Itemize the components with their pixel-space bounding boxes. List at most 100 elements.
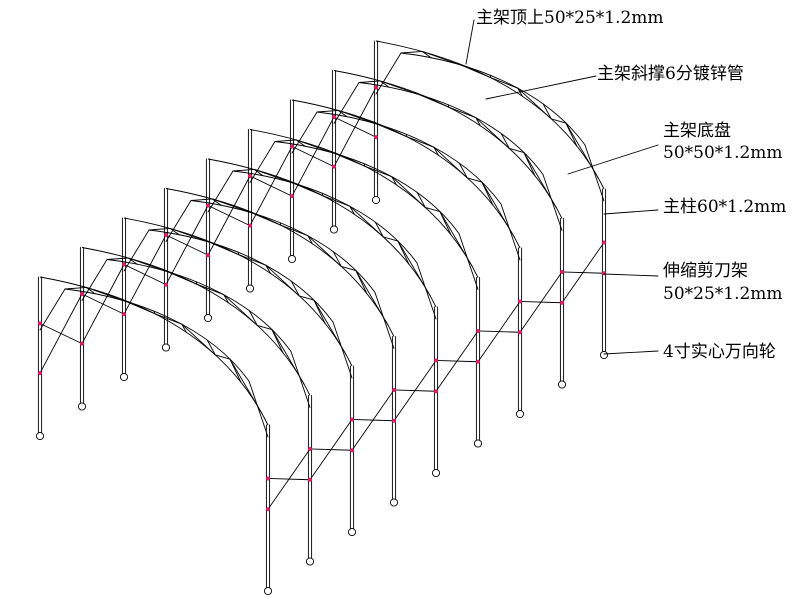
chord-end-right	[374, 292, 395, 349]
chord-end-left	[81, 259, 108, 301]
scissor-bar	[309, 419, 353, 481]
inner-chord	[316, 111, 502, 205]
web-diagonal	[406, 136, 435, 148]
inner-chord	[148, 229, 334, 323]
chord-end-right	[290, 351, 311, 408]
web-diagonal	[124, 300, 156, 315]
wheel-icon	[431, 468, 441, 478]
wheel-icon	[305, 557, 315, 566]
inner-chord	[358, 82, 544, 175]
web-vertical	[248, 310, 258, 326]
web-diagonal	[106, 257, 129, 260]
web-vertical	[332, 251, 342, 267]
scissor-bar	[393, 360, 437, 422]
web-diagonal	[85, 287, 126, 302]
web-vertical	[307, 235, 313, 245]
scissor-bar	[333, 87, 377, 168]
web-vertical	[181, 323, 187, 333]
wheel-icon	[119, 372, 129, 382]
joint-icon	[434, 389, 438, 394]
web-diagonal	[433, 146, 468, 179]
scissor-bar	[435, 330, 479, 392]
wheel-icon	[557, 380, 567, 389]
web-diagonal	[280, 224, 309, 237]
joint-icon	[602, 240, 606, 245]
web-diagonal	[214, 354, 231, 360]
web-diagonal	[271, 329, 305, 386]
web-vertical	[223, 294, 229, 304]
web-diagonal	[148, 228, 171, 231]
scissor-bar	[249, 146, 293, 227]
web-diagonal	[322, 195, 351, 207]
joint-icon	[518, 330, 522, 335]
top-chord	[333, 70, 563, 219]
web-diagonal	[418, 94, 450, 108]
wheel-icon	[599, 350, 609, 360]
chord-end-right	[332, 321, 353, 379]
inner-chord	[64, 288, 250, 382]
joint-icon	[206, 203, 210, 208]
wheel-icon	[77, 402, 87, 411]
joint-icon	[560, 269, 564, 274]
joint-icon	[38, 321, 42, 326]
scissor-bar	[519, 271, 563, 333]
wheel-icon	[35, 431, 45, 441]
leader-line	[465, 19, 475, 65]
truss-frame	[371, 40, 609, 360]
scissor-bar	[207, 175, 251, 256]
chord-end-right	[416, 262, 437, 320]
top-chord	[249, 129, 479, 278]
wheel-icon	[329, 225, 339, 234]
top-chord	[375, 40, 605, 190]
web-diagonal	[421, 51, 462, 66]
web-vertical	[206, 339, 216, 356]
wheel-icon	[245, 284, 255, 293]
web-diagonal	[400, 51, 423, 54]
web-vertical	[379, 80, 390, 88]
web-diagonal	[250, 212, 282, 226]
web-diagonal	[274, 139, 297, 142]
label-leader-lines	[465, 19, 659, 355]
chord-end-left	[165, 200, 192, 242]
top-chord	[165, 188, 395, 337]
web-diagonal	[292, 182, 324, 197]
scissor-bracing	[39, 87, 605, 510]
web-diagonal	[313, 299, 347, 356]
web-diagonal	[349, 205, 384, 238]
scissor-bar	[291, 116, 335, 197]
joint-icon	[248, 174, 252, 178]
joint-icon	[392, 387, 396, 392]
scissor-bar	[123, 234, 167, 315]
web-vertical	[391, 176, 397, 186]
web-diagonal	[154, 313, 183, 325]
truss-frame	[35, 276, 273, 596]
inner-chord	[190, 200, 376, 293]
web-diagonal	[523, 152, 557, 209]
truss-frame	[119, 217, 357, 537]
web-diagonal	[169, 228, 210, 243]
label-main-column: 主柱60*1.2mm	[663, 197, 787, 217]
web-diagonal	[64, 287, 87, 290]
joint-icon	[122, 312, 126, 317]
label-wheel: 4寸实心万向轮	[663, 342, 776, 362]
web-diagonal	[208, 241, 240, 256]
web-diagonal	[190, 198, 213, 201]
wheel-icon	[161, 343, 171, 352]
label-base-frame-line1: 主架底盘	[663, 121, 731, 141]
web-vertical	[433, 146, 439, 156]
web-diagonal	[223, 294, 258, 326]
joint-icon	[374, 135, 378, 140]
wheel-icon	[287, 254, 297, 264]
joint-icon	[602, 271, 606, 276]
web-vertical	[500, 133, 510, 149]
top-chord	[291, 99, 521, 249]
joint-icon	[290, 194, 294, 199]
web-vertical	[421, 51, 432, 59]
web-diagonal	[358, 80, 381, 83]
web-diagonal	[376, 123, 408, 138]
web-vertical	[458, 162, 468, 179]
web-diagonal	[232, 169, 255, 172]
wheel-icon	[347, 527, 357, 537]
web-diagonal	[364, 165, 393, 178]
